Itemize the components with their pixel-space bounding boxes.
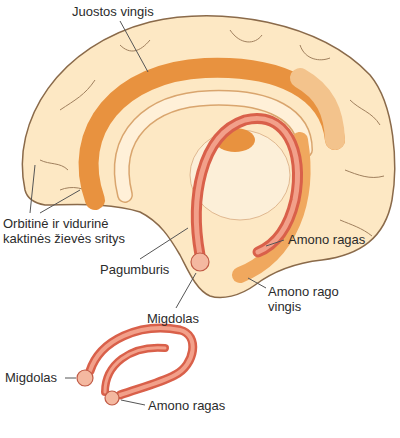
part-label: Orbitinė ir vidurinė kaktinės žievės sri… — [3, 216, 128, 246]
hippocampus-outer-arc-light — [90, 328, 193, 395]
leader-line — [248, 278, 266, 288]
sulcus — [60, 80, 95, 110]
leader-line — [121, 400, 145, 405]
sulcus — [350, 100, 380, 125]
leader-line — [40, 190, 80, 213]
amygdala — [77, 370, 93, 386]
leader-line — [176, 273, 196, 308]
small-figure — [77, 328, 193, 405]
leader-lines — [30, 21, 284, 405]
sulcus — [120, 40, 150, 51]
amygdala — [105, 391, 119, 405]
brain-outline — [22, 16, 394, 298]
sulcus — [300, 45, 330, 60]
leader-line — [266, 240, 284, 246]
leader-line — [120, 21, 148, 72]
leader-line — [65, 378, 76, 379]
part-label: Migdolas — [5, 370, 57, 385]
part-label: Migdolas — [147, 311, 199, 326]
fornix-hippocampus — [196, 118, 297, 255]
part-label: Pagumburis — [100, 262, 169, 277]
sulci — [40, 30, 384, 236]
sulcus — [345, 170, 384, 177]
hippocampus-outer-arc — [90, 328, 193, 395]
part-label: Amono ragas — [148, 398, 225, 413]
amygdala — [191, 253, 209, 271]
part-label: Amono ragas — [288, 232, 365, 247]
sulcus — [230, 30, 262, 42]
sulcus — [40, 160, 68, 170]
leader-line — [30, 165, 35, 213]
hippocampus-inner-arc — [105, 348, 165, 392]
part-label: Amono rago vingis — [268, 284, 352, 314]
fornix-highlight — [196, 118, 297, 255]
hippocampus-inner-arc-light — [105, 348, 165, 392]
leader-line — [140, 228, 188, 259]
part-label: Juostos vingis — [72, 4, 154, 19]
